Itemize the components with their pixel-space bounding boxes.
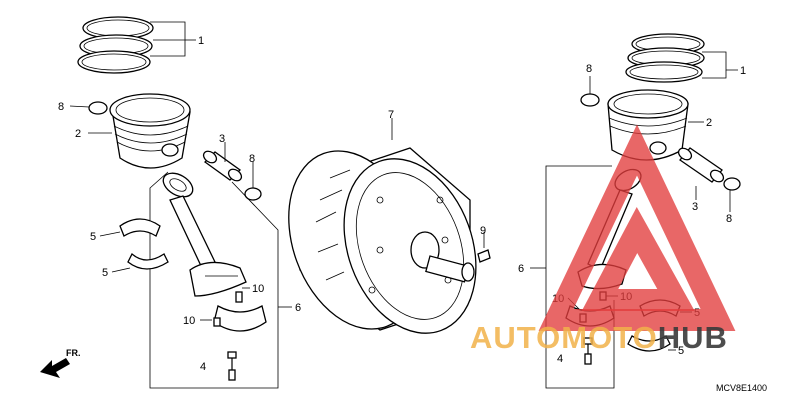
leader-1-left	[150, 21, 186, 41]
pin-clip-right-bottom	[723, 177, 741, 191]
front-direction-arrow	[40, 358, 70, 378]
label-10-left-bottom: 10	[183, 315, 195, 327]
label-8-left-top: 8	[58, 101, 64, 113]
label-8-right-top: 8	[586, 63, 592, 75]
rod-bearing-right-bottom	[627, 335, 671, 352]
label-9: 9	[480, 225, 486, 237]
piston-rings-right	[625, 33, 705, 83]
rod-bolt-right	[583, 337, 593, 365]
label-6-right: 6	[518, 263, 524, 275]
label-4-left: 4	[200, 361, 206, 373]
piston-rings-left	[77, 16, 154, 74]
label-2-left: 2	[75, 128, 81, 140]
pin-clip-left-top	[88, 101, 108, 115]
label-6-left: 6	[295, 302, 301, 314]
woodruff-key	[477, 249, 491, 263]
diagram-code: MCV8E1400	[716, 383, 767, 393]
crankshaft-flywheel	[288, 147, 477, 334]
connecting-rod-left	[162, 172, 247, 297]
front-marker: FR.	[66, 348, 81, 358]
label-3-right: 3	[692, 201, 698, 213]
rod-bearing-left-bottom	[127, 252, 169, 270]
watermark-text: AUTOMOTOHUB	[470, 320, 728, 355]
label-5-left-top: 5	[90, 231, 96, 243]
rod-bearing-left-top	[119, 218, 161, 237]
label-1-left: 1	[198, 35, 204, 47]
watermark-logo	[538, 124, 736, 331]
rod-assembly-bracket-left	[149, 171, 279, 389]
label-10-left-top: 10	[252, 283, 264, 295]
rod-assembly-bracket-right	[545, 165, 615, 389]
label-7: 7	[388, 109, 394, 121]
rod-cap-left	[213, 291, 267, 332]
label-5-right-bottom: 5	[678, 345, 684, 357]
rod-bolt-left	[227, 351, 237, 381]
pin-clip-right-top	[580, 93, 600, 107]
label-2-right: 2	[706, 117, 712, 129]
piston-pin-left	[202, 150, 243, 182]
label-5-left-bottom: 5	[102, 267, 108, 279]
label-4-right: 4	[557, 353, 563, 365]
label-8-left-bottom: 8	[249, 153, 255, 165]
label-3-left: 3	[219, 133, 225, 145]
label-8-right-bottom: 8	[726, 213, 732, 225]
piston-left	[109, 93, 191, 169]
piston-pin-right	[677, 147, 725, 183]
label-1-right: 1	[740, 65, 746, 77]
